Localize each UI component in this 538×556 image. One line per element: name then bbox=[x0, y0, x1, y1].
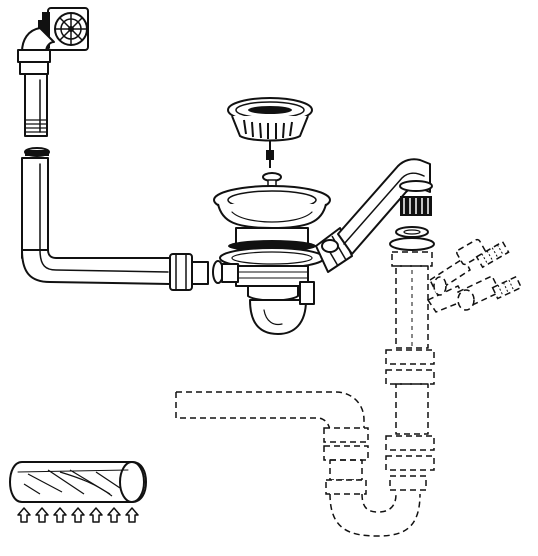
y-connector-icon bbox=[426, 238, 523, 313]
arrow-up-icon bbox=[125, 507, 139, 523]
arrow-up-icon bbox=[71, 507, 85, 523]
sink-drain-icon bbox=[213, 172, 331, 335]
tape-roll-icon bbox=[9, 461, 147, 503]
p-trap-icon bbox=[175, 391, 427, 537]
strainer-basket-icon bbox=[227, 97, 313, 168]
overflow-pipe bbox=[17, 27, 224, 291]
arrow-up-icon bbox=[35, 507, 49, 523]
washer-icon bbox=[389, 226, 435, 251]
arrow-row bbox=[17, 507, 139, 523]
tailpiece-pipe bbox=[315, 158, 433, 273]
arrow-up-icon bbox=[107, 507, 121, 523]
arrow-up-icon bbox=[53, 507, 67, 523]
standpipe-dashed bbox=[385, 251, 435, 471]
overflow-grate-icon bbox=[38, 7, 89, 51]
arrow-up-icon bbox=[17, 507, 31, 523]
arrow-up-icon bbox=[89, 507, 103, 523]
